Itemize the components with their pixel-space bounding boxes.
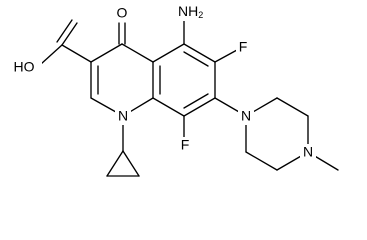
mask-hydroxyl (6, 59, 42, 76)
atom-labels: O HO NH2 F F N N N (14, 3, 314, 160)
pyridone-ring (90, 43, 154, 117)
bond-c5-c6 (183, 43, 216, 63)
hydroxyl-label: HO (14, 59, 35, 75)
piperazine-ring (245, 97, 339, 171)
fluoro-6-label: F (239, 39, 248, 55)
amine-n-label: N (178, 3, 188, 19)
mask-oxo-o (114, 5, 130, 22)
bond-c3-c4 (90, 43, 123, 63)
mask-fluoro-6 (236, 39, 250, 56)
amine-h-label: H (188, 3, 198, 19)
mask-piperazine-n1 (238, 108, 254, 125)
oxo-oxygen-label: O (117, 5, 128, 21)
amine-label: NH2 (178, 3, 203, 21)
bond-c6-f (214, 49, 238, 63)
bond-cooh-carbonyl-a (61, 22, 78, 46)
chemical-structure-diagram: O HO NH2 F F N N N (6, 2, 339, 177)
fluoro-8-label: F (181, 137, 190, 153)
bond-cp-a (106, 150, 124, 177)
bond-cooh-carbonyl-b (56, 19, 73, 43)
mask-ring-n1 (115, 108, 131, 125)
ketone-group (118, 22, 126, 45)
label-masks (6, 2, 316, 161)
bond-c8-c8a (152, 97, 185, 117)
piperazine-n4-label: N (303, 144, 313, 160)
bond-cooh-oh (40, 44, 63, 65)
carboxylic-acid-group (40, 19, 92, 65)
bond-cooh-ring (61, 44, 92, 63)
mask-amine (176, 2, 218, 21)
bond-c4-c4a (121, 43, 154, 63)
bond-c7-c8-inner (183, 93, 209, 109)
mask-fluoro-8 (178, 137, 192, 154)
amine-subscript: 2 (198, 10, 203, 20)
ring-nitrogen-label: N (118, 108, 128, 124)
bond-c4a-c5 (152, 43, 185, 63)
bond-pip-c2-c3 (245, 151, 278, 171)
bond-cp-c (122, 150, 140, 177)
mask-piperazine-n4 (300, 144, 316, 161)
benzene-ring (152, 43, 216, 117)
bond-pip-c5-c6 (276, 97, 309, 117)
piperazine-n1-label: N (241, 108, 251, 124)
bond-c7-c8 (183, 97, 216, 117)
bond-c5-c6-inner (183, 51, 209, 67)
